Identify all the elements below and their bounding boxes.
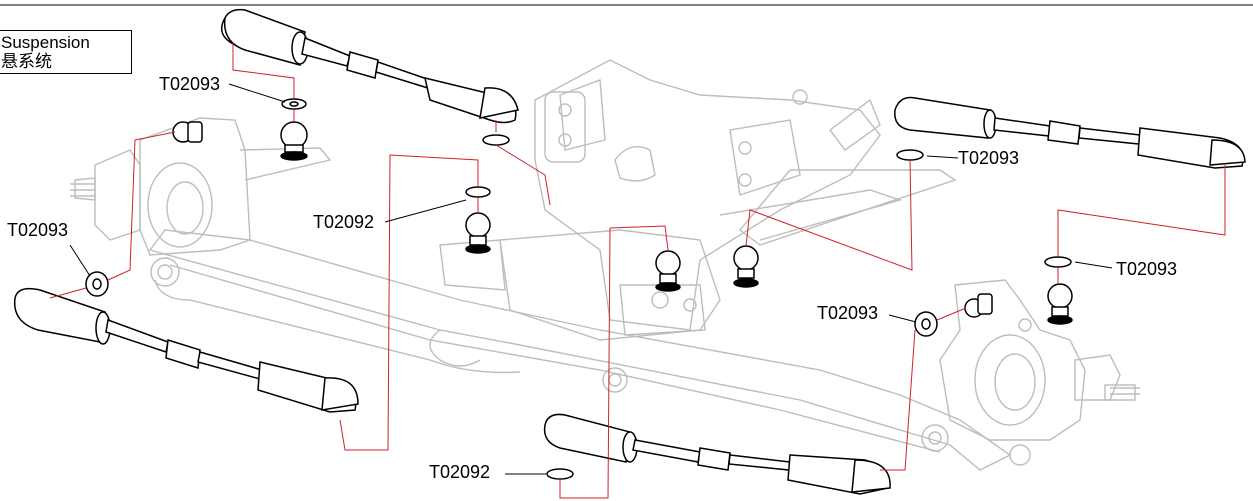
part-label-t02093-right: T02093 — [1116, 259, 1178, 279]
turnbuckle-bottom-middle — [543, 413, 891, 495]
part-label-t02092-bottom: T02092 — [429, 462, 491, 482]
title-english: Suspension — [1, 33, 90, 52]
ball-studs — [85, 98, 1073, 480]
turnbuckle-top-left — [220, 8, 519, 124]
part-label-t02093-top-left: T02093 — [159, 74, 221, 94]
turnbuckle-top-right — [894, 96, 1246, 169]
title-chinese: 悬系统 — [1, 52, 52, 71]
part-label-t02092-center: T02092 — [313, 212, 375, 232]
chassis-background — [70, 59, 1140, 471]
turnbuckle-bottom-left — [13, 287, 359, 413]
part-label-t02093-left: T02093 — [7, 220, 69, 240]
part-label-t02093-right-hub: T02093 — [817, 303, 879, 323]
section-title-box: Suspension 悬系统 — [0, 30, 132, 74]
part-label-t02093-top-right: T02093 — [958, 148, 1020, 168]
callout-pointers — [69, 83, 1113, 475]
assembly-leader-lines — [49, 42, 1226, 499]
